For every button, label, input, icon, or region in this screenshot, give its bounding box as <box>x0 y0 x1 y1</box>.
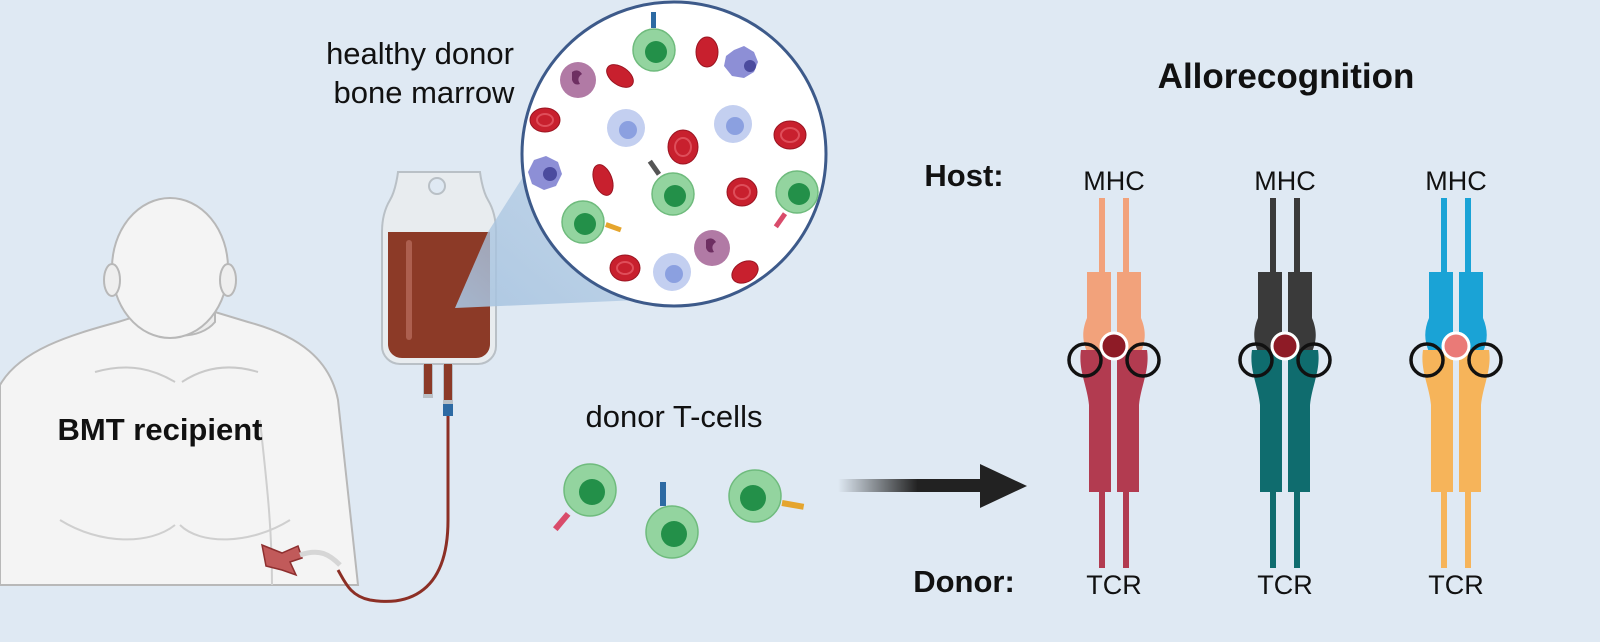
mhc-label: MHC <box>1425 166 1487 196</box>
mhc-stalk <box>1123 198 1129 278</box>
t-cell-icon <box>728 469 805 523</box>
arrow-right-icon <box>838 464 1027 508</box>
butterfly-needle-icon <box>261 543 342 577</box>
mhc-label: MHC <box>1254 166 1316 196</box>
peptide-icon <box>1270 331 1300 361</box>
tcr-stalk <box>1270 488 1276 568</box>
tcr-stalk <box>1123 488 1129 568</box>
mhc-tcr-pair-1: MHC TCR <box>1067 166 1161 600</box>
tcr-body <box>1080 350 1148 492</box>
tcr-body <box>1422 350 1490 492</box>
peptide-icon <box>1099 331 1129 361</box>
t-cell-icon <box>645 482 699 559</box>
binding-site-marker <box>1125 342 1161 378</box>
bone-marrow-label: bone marrow <box>334 75 516 110</box>
donor-tcells-group <box>552 463 805 559</box>
mhc-stalk <box>1441 198 1447 278</box>
t-cell-icon <box>561 12 819 244</box>
mhc-body <box>1254 272 1316 352</box>
binding-site-marker <box>1067 342 1103 378</box>
mhc-stalk <box>1465 198 1471 278</box>
peptide-icon <box>1441 331 1471 361</box>
mhc-tcr-pairs: MHC TCR MHC TCR MHC TCR <box>1067 166 1503 600</box>
binding-site-marker <box>1409 342 1445 378</box>
tcr-label: TCR <box>1086 570 1142 600</box>
t-cell-icon <box>552 463 617 532</box>
tcr-stalk <box>1465 488 1471 568</box>
tcr-label: TCR <box>1257 570 1313 600</box>
human-body-icon <box>0 197 360 586</box>
allorecognition-title: Allorecognition <box>1158 57 1415 96</box>
iv-tubing <box>336 414 450 603</box>
host-label: Host: <box>924 158 1003 193</box>
tcr-body <box>1251 350 1319 492</box>
tcr-stalk <box>1099 488 1105 568</box>
bmt-recipient-label: BMT recipient <box>58 412 263 447</box>
mhc-body <box>1083 272 1145 352</box>
granulocyte-icon <box>560 62 730 266</box>
megakaryocyte-icon <box>528 46 758 190</box>
tcr-stalk <box>1294 488 1300 568</box>
mhc-stalk <box>1099 198 1105 278</box>
blood-bag-icon <box>381 171 497 404</box>
magnified-marrow-icon <box>520 0 828 308</box>
mhc-stalk <box>1270 198 1276 278</box>
donor-tcells-label: donor T-cells <box>586 399 763 434</box>
tcr-stalk <box>1441 488 1447 568</box>
lymphocyte-icon <box>607 105 752 291</box>
mhc-body <box>1425 272 1487 352</box>
binding-site-marker <box>1296 342 1332 378</box>
mhc-tcr-pair-2: MHC TCR <box>1238 166 1332 600</box>
binding-site-marker <box>1467 342 1503 378</box>
tcr-label: TCR <box>1428 570 1484 600</box>
binding-site-marker <box>1238 342 1274 378</box>
healthy-donor-label: healthy donor <box>326 36 514 71</box>
mhc-stalk <box>1294 198 1300 278</box>
mhc-label: MHC <box>1083 166 1145 196</box>
mhc-tcr-pair-3: MHC TCR <box>1409 166 1503 600</box>
donor-label: Donor: <box>913 564 1015 599</box>
tubing-connector <box>443 400 453 416</box>
